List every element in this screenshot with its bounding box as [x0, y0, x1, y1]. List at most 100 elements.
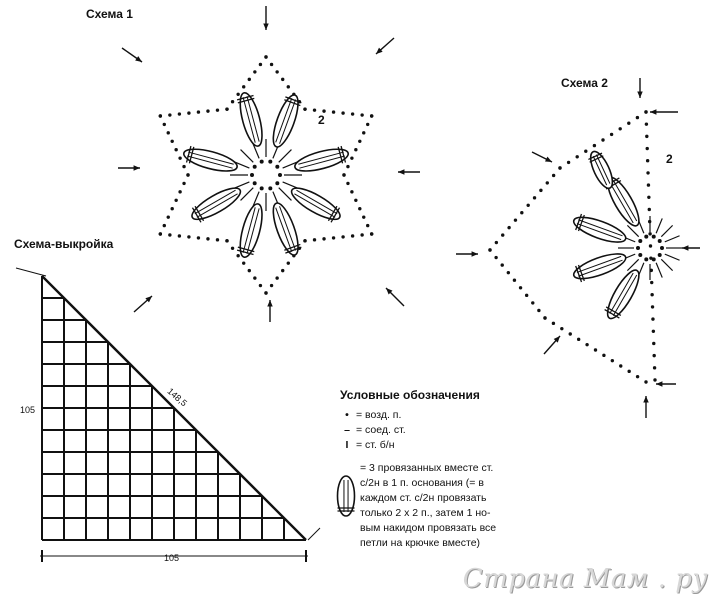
chain-symbol: •: [345, 409, 349, 421]
chain-dot: [500, 263, 504, 267]
arrow-head-icon: [471, 251, 478, 257]
arrow-head-icon: [656, 381, 663, 387]
cluster-stroke: [595, 154, 611, 184]
chain-dot: [531, 301, 535, 305]
chain-dot: [551, 173, 556, 178]
chain-dot: [236, 92, 240, 96]
chain-dot: [170, 207, 174, 211]
arrow-head-icon: [553, 336, 560, 343]
cluster-petal: [236, 203, 263, 258]
sc-ray: [240, 149, 254, 163]
chain-dot: [650, 293, 654, 297]
cluster-symbol-icon: [336, 475, 356, 517]
pattern-title: Схема-выкройка: [14, 237, 114, 251]
cluster-petal: [572, 213, 627, 243]
single-crochet-symbol: Ι: [345, 439, 349, 451]
slip-stitch-symbol: –: [344, 424, 350, 436]
chain-dot: [576, 337, 581, 342]
chain-dot: [281, 77, 285, 82]
sc-ray: [664, 235, 680, 243]
cluster-outline: [191, 187, 242, 221]
chain-dot: [178, 156, 182, 160]
arrow-head-icon: [145, 296, 152, 303]
legend-line: с/2н в 1 п. основания (= в: [360, 477, 484, 489]
chain-dot: [488, 248, 492, 252]
chain-dot: [186, 173, 190, 177]
chain-dot: [518, 286, 523, 290]
center-ring-dot: [651, 257, 656, 262]
chain-dot: [601, 138, 605, 142]
chain-dot: [360, 233, 364, 237]
chain-dot: [645, 159, 650, 163]
legend-title: Условные обозначения: [340, 388, 480, 402]
chain-dot: [230, 100, 235, 104]
chain-dot: [182, 164, 186, 169]
chain-dot: [584, 149, 588, 153]
cluster-stroke: [194, 189, 236, 215]
chain-dot: [551, 321, 556, 326]
direction-arrows: [118, 6, 700, 418]
arrow-head-icon: [376, 47, 383, 54]
cluster-bar: [604, 309, 620, 319]
chain-dot: [602, 353, 606, 358]
cluster-stroke: [275, 98, 293, 143]
chain-dot: [341, 111, 345, 115]
chain-dot: [650, 280, 654, 285]
chain-dot: [524, 293, 529, 298]
cluster-stroke: [576, 255, 622, 273]
chain-dot: [507, 225, 511, 230]
chain-dot: [166, 215, 170, 219]
center-ring-dot: [278, 173, 282, 177]
chain-dot: [560, 326, 564, 331]
legend-line: = 3 провязанных вместе ст.: [360, 462, 494, 474]
sc-ray: [278, 187, 292, 201]
legend-item: – = соед. ст.: [338, 423, 560, 438]
scheme1-title: Схема 1: [86, 7, 133, 21]
chain-dot: [168, 113, 172, 117]
cluster-bar: [285, 96, 302, 104]
chain-dot: [619, 364, 623, 368]
cluster-outline: [272, 94, 299, 148]
cluster-stroke: [188, 151, 234, 165]
chain-dot: [358, 139, 362, 143]
cluster-bar: [185, 145, 192, 163]
sc-ray: [655, 218, 663, 234]
cluster-outline: [589, 150, 614, 190]
chain-dot: [568, 332, 572, 336]
chain-dot: [281, 268, 285, 273]
chain-dot: [644, 122, 649, 126]
cluster-petal: [604, 269, 640, 320]
chain-dot: [215, 238, 220, 242]
legend-item: • = возд. п.: [338, 408, 560, 423]
center-ring-dot: [638, 253, 643, 258]
sc-ray: [240, 187, 254, 201]
chain-dot: [501, 233, 505, 237]
chain-dot: [532, 196, 537, 200]
arrow-head-icon: [398, 169, 405, 175]
chain-dot: [566, 160, 571, 165]
cluster-petal: [272, 94, 302, 148]
chain-dot: [258, 283, 263, 288]
arrow-head-icon: [267, 300, 273, 307]
chain-dot: [225, 107, 229, 111]
chain-dot: [258, 62, 263, 67]
center-ring-dot: [275, 181, 280, 186]
chain-dot: [182, 181, 186, 186]
cluster-outline: [290, 187, 341, 221]
cluster-bar: [284, 243, 301, 251]
cluster-petal: [191, 187, 242, 223]
cluster-bar: [188, 146, 195, 164]
chain-dot: [648, 244, 653, 248]
chain-dot: [286, 261, 290, 265]
legend-line: вым накидом провязать все: [360, 522, 497, 534]
chain-dot: [170, 139, 174, 143]
chain-dot: [350, 156, 354, 160]
chain-dot: [585, 342, 589, 347]
arrow-head-icon: [263, 23, 269, 30]
cluster-bar: [575, 265, 583, 283]
chain-dot: [196, 236, 201, 240]
chain-dot: [360, 113, 364, 117]
chain-dot: [543, 316, 547, 320]
chain-dot: [346, 181, 350, 186]
pattern-title-leader: [15, 267, 47, 277]
